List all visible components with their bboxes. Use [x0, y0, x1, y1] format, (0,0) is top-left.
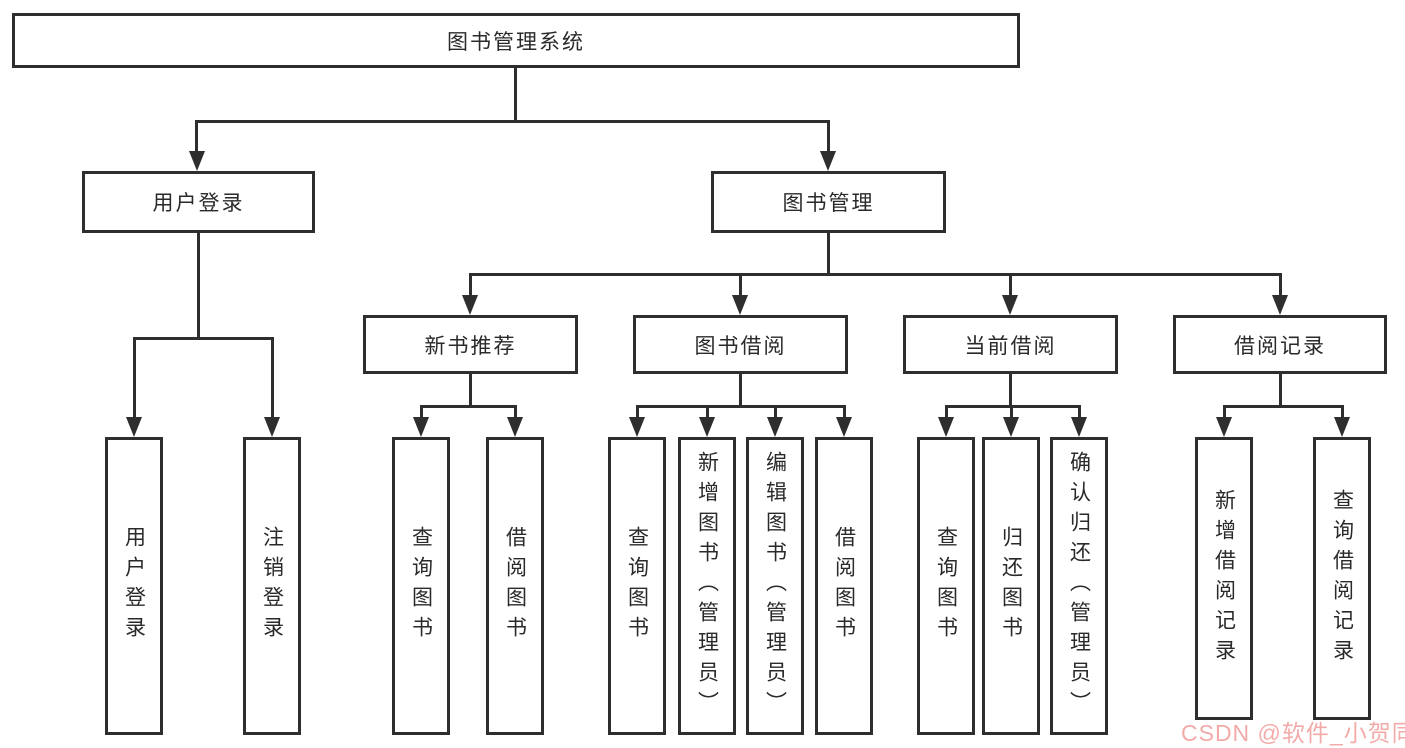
node-new-book-recommend: 新书推荐 [363, 315, 578, 374]
connector-line [636, 405, 846, 408]
leaf-logout: 注销登录 [243, 437, 301, 735]
leaf-current-query-books: 查询图书 [917, 437, 975, 735]
connector-line [133, 337, 274, 340]
node-borrow-records-label: 借阅记录 [1234, 334, 1326, 358]
node-new-book-recommend-label: 新书推荐 [424, 334, 517, 358]
connector-line [469, 273, 472, 299]
node-book-borrow: 图书借阅 [633, 315, 848, 374]
connector-line [514, 68, 517, 122]
node-book-management: 图书管理 [711, 171, 946, 233]
node-user-login: 用户登录 [82, 171, 315, 233]
connector-line [469, 374, 472, 408]
arrowhead-down-icon [820, 151, 836, 171]
node-book-borrow-label: 图书借阅 [694, 334, 787, 358]
node-user-login-label: 用户登录 [152, 192, 245, 215]
connector-line [827, 120, 830, 155]
leaf-records-query-record: 查询借阅记录 [1313, 437, 1371, 720]
connector-line [636, 405, 639, 421]
arrowhead-down-icon [126, 417, 142, 437]
arrowhead-down-icon [1003, 417, 1019, 437]
leaf-borrow-borrow-books-label: 借阅图书 [832, 526, 856, 646]
connector-line [1078, 405, 1081, 421]
connector-line [706, 405, 709, 421]
leaf-records-add-record-label: 新增借阅记录 [1212, 488, 1236, 669]
arrowhead-down-icon [1272, 295, 1288, 315]
connector-line [945, 405, 948, 421]
leaf-user-login: 用户登录 [105, 437, 163, 735]
arrowhead-down-icon [732, 295, 748, 315]
leaf-logout-label: 注销登录 [260, 526, 284, 646]
connector-line [420, 405, 517, 408]
leaf-user-login-label: 用户登录 [122, 526, 146, 646]
connector-line [843, 405, 846, 421]
arrowhead-down-icon [1216, 417, 1232, 437]
connector-line [1009, 374, 1012, 408]
leaf-current-return-books-label: 归还图书 [999, 526, 1023, 646]
connector-line [739, 374, 742, 408]
watermark: CSDN @软件_小贺同学 [1181, 720, 1405, 746]
connector-line [945, 405, 1081, 408]
leaf-borrow-add-books-admin: 新增图书（管理员） [678, 437, 736, 735]
connector-line [420, 405, 423, 421]
arrowhead-down-icon [1334, 417, 1350, 437]
leaf-borrow-query-books: 查询图书 [608, 437, 666, 735]
arrowhead-down-icon [462, 295, 478, 315]
arrowhead-down-icon [189, 151, 205, 171]
connector-line [1010, 405, 1013, 421]
connector-line [1009, 273, 1012, 299]
connector-line [469, 273, 1282, 276]
leaf-borrow-edit-books-admin-label: 编辑图书（管理员） [763, 451, 787, 721]
arrowhead-down-icon [1071, 417, 1087, 437]
arrowhead-down-icon [507, 417, 523, 437]
leaf-borrow-edit-books-admin: 编辑图书（管理员） [746, 437, 804, 735]
leaf-current-confirm-return-admin: 确认归还（管理员） [1050, 437, 1108, 735]
leaf-records-add-record: 新增借阅记录 [1195, 437, 1253, 720]
arrowhead-down-icon [767, 417, 783, 437]
node-root-label: 图书管理系统 [447, 30, 585, 54]
connector-line [197, 233, 200, 340]
connector-line [514, 405, 517, 421]
leaf-borrow-add-books-admin-label: 新增图书（管理员） [695, 451, 719, 721]
connector-line [1279, 273, 1282, 299]
connector-line [133, 337, 136, 421]
leaf-current-return-books: 归还图书 [982, 437, 1040, 735]
arrowhead-down-icon [264, 417, 280, 437]
leaf-records-query-record-label: 查询借阅记录 [1330, 488, 1354, 669]
leaf-current-confirm-return-admin-label: 确认归还（管理员） [1067, 451, 1091, 721]
connector-line [1341, 405, 1344, 421]
arrowhead-down-icon [836, 417, 852, 437]
leaf-borrow-borrow-books: 借阅图书 [815, 437, 873, 735]
node-root: 图书管理系统 [12, 13, 1020, 68]
node-borrow-records: 借阅记录 [1173, 315, 1387, 374]
connector-line [827, 233, 830, 276]
arrowhead-down-icon [938, 417, 954, 437]
connector-line [1223, 405, 1344, 408]
connector-line [1223, 405, 1226, 421]
connector-line [271, 337, 274, 421]
leaf-recommend-query-books: 查询图书 [392, 437, 450, 735]
arrowhead-down-icon [1002, 295, 1018, 315]
leaf-recommend-borrow-books-label: 借阅图书 [503, 526, 527, 646]
arrowhead-down-icon [413, 417, 429, 437]
node-book-management-label: 图书管理 [782, 192, 875, 215]
connector-line [774, 405, 777, 421]
leaf-borrow-query-books-label: 查询图书 [625, 526, 649, 646]
connector-line [196, 120, 830, 123]
connector-line [739, 273, 742, 299]
arrowhead-down-icon [629, 417, 645, 437]
connector-line [195, 120, 198, 155]
leaf-recommend-borrow-books: 借阅图书 [486, 437, 544, 735]
node-current-borrow-label: 当前借阅 [964, 334, 1057, 358]
node-current-borrow: 当前借阅 [903, 315, 1118, 374]
arrowhead-down-icon [699, 417, 715, 437]
connector-line [1279, 374, 1282, 408]
leaf-recommend-query-books-label: 查询图书 [409, 526, 433, 646]
leaf-current-query-books-label: 查询图书 [934, 526, 958, 646]
